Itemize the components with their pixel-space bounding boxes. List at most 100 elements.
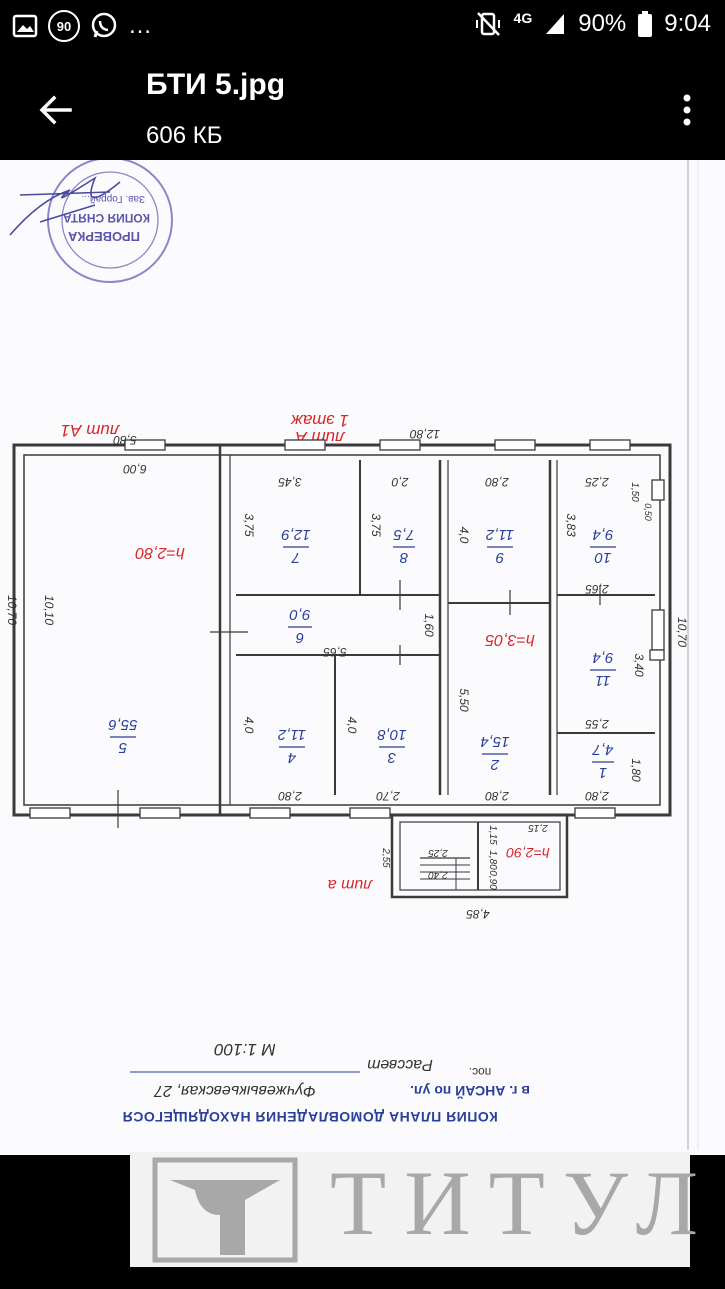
dimension-label: 3,45 xyxy=(278,475,302,489)
street-name: Фучжевыкьевская, 27 xyxy=(153,1082,316,1099)
dim-left-top: 5,80 xyxy=(113,433,137,447)
status-bar: 90 … 4G 90% 9:04 xyxy=(0,0,725,52)
dimension-label: 4,0 xyxy=(242,717,256,734)
room-label-text: 4 xyxy=(288,749,296,766)
dimension-label: 5,50 xyxy=(457,688,471,712)
stamp-line-3: Зав. Горрай... xyxy=(82,193,145,204)
settlement-name: Рассвет xyxy=(367,1056,433,1073)
settlement-label: пос. xyxy=(469,1065,492,1079)
dimension-label: 2,80 xyxy=(485,475,510,489)
file-name: БТИ 5.jpg xyxy=(146,68,286,101)
clock: 9:04 xyxy=(664,10,711,37)
room-label-text: 9,4 xyxy=(593,649,614,666)
plan-scale: М 1:100 xyxy=(214,1040,276,1059)
more-vert-icon xyxy=(683,94,691,126)
room-label-text: 11,2 xyxy=(277,726,306,743)
dimension-label: 2,80 xyxy=(585,789,610,803)
vibrate-mute-icon xyxy=(474,10,502,38)
lit-a-small-label: лит а xyxy=(328,876,374,893)
room-10: 10 9,4 xyxy=(590,526,616,566)
header-line-1: КОПИЯ ПЛАНА ДОМОВЛАДЕНИЯ НАХОДЯЩЕГОСЯ xyxy=(122,1109,498,1125)
titul-logo-icon xyxy=(152,1157,298,1263)
dimension-label: 1,50 xyxy=(629,482,640,502)
dimension-label: 2,80 xyxy=(278,789,303,803)
dimension-label: 3,83 xyxy=(564,513,578,537)
dimension-label: 4,0 xyxy=(457,527,471,544)
room-label-text: 2 xyxy=(490,756,500,773)
room-label-text: 8 xyxy=(399,549,408,566)
room-label-text: 9,4 xyxy=(593,526,614,543)
room-label-text: 15,4 xyxy=(480,733,509,750)
dim-left-outer: 10,70 xyxy=(5,595,19,625)
height-h2: h=3,05 xyxy=(485,631,534,648)
room-label-text: 1 xyxy=(599,764,607,781)
lit-a1-label: лит А1 xyxy=(61,421,121,440)
dimension-label: 2,70 xyxy=(376,789,401,803)
room-label-text: 55,6 xyxy=(108,716,138,733)
dimension-label: 0,50 xyxy=(643,503,653,521)
dimension-label: 2,25 xyxy=(428,847,449,858)
room-label-text: 7 xyxy=(291,549,300,566)
plan-header: КОПИЯ ПЛАНА ДОМОВЛАДЕНИЯ НАХОДЯЩЕГОСЯ в … xyxy=(122,1040,530,1125)
image-viewer[interactable]: ПРОВЕРКА КОПИЯ СНЯТА Зав. Горрай... лит … xyxy=(0,160,725,1155)
room-4: 4 11,2 xyxy=(277,726,306,766)
room-label-text: 7,5 xyxy=(393,526,415,543)
dimension-label: 1,60 xyxy=(422,613,436,637)
room-label-text: 4,7 xyxy=(592,741,614,758)
room-label-text: 9,0 xyxy=(289,606,311,623)
room-3: 3 10,8 xyxy=(377,726,407,766)
dim-right-outer: 10,70 xyxy=(675,617,689,647)
stamp-line-1: ПРОВЕРКА xyxy=(67,229,140,244)
back-button[interactable] xyxy=(28,82,84,138)
room-label-text: 11,2 xyxy=(485,526,514,543)
room-6: 6 9,0 xyxy=(288,606,312,646)
dim-top-total: 12,80 xyxy=(410,427,440,441)
room-label-text: 10,8 xyxy=(377,726,407,743)
dimension-label: 2,25 xyxy=(585,475,610,489)
room-label-text: 3 xyxy=(387,749,396,766)
room-5: 5 55,6 xyxy=(108,716,138,756)
dimension-label: 2,55 xyxy=(585,717,610,731)
room-label-text: 10 xyxy=(594,549,611,566)
room-1: 1 4,7 xyxy=(592,741,614,781)
plan-walls xyxy=(12,439,672,899)
more-notifications-indicator: … xyxy=(128,12,152,39)
dimension-label: 3,75 xyxy=(369,513,383,537)
room-8: 8 7,5 xyxy=(393,526,415,566)
plan-dimensions: 12,80 5,80 6,00 10,10 10,70 10,70 4,85 3… xyxy=(5,427,689,921)
dim-left-side: 10,10 xyxy=(42,595,56,625)
battery-percent: 90% xyxy=(578,10,627,37)
more-options-button[interactable] xyxy=(667,82,707,138)
dimension-label: 0,90 xyxy=(487,870,498,890)
room-9: 9 11,2 xyxy=(485,526,514,566)
dimension-label: 4,0 xyxy=(345,717,359,734)
room-labels: 5 55,6 7 12,9 8 7,5 9 11,2 10 xyxy=(108,526,616,781)
signature xyxy=(9,175,121,236)
dimension-label: 3,40 xyxy=(632,653,646,677)
dimension-label: 2,55 xyxy=(380,847,391,868)
room-7: 7 12,9 xyxy=(281,526,311,566)
floor-label: 1 этаж xyxy=(290,411,349,430)
gallery-notification-icon xyxy=(12,13,38,39)
dimension-label: 3,75 xyxy=(242,513,256,537)
room-label-text: 12,9 xyxy=(281,526,311,543)
dimension-label: 2,0 xyxy=(391,475,409,489)
dimension-label: 5,65 xyxy=(323,645,347,659)
room-2: 2 15,4 xyxy=(480,733,509,773)
stamp: ПРОВЕРКА КОПИЯ СНЯТА Зав. Горрай... xyxy=(47,160,173,283)
room-label-text: 5 xyxy=(118,739,127,756)
viewer-app-bar: БТИ 5.jpg 606 КБ xyxy=(0,52,725,160)
dim-porch-bottom: 4,85 xyxy=(466,907,490,921)
room-label-text: 9 xyxy=(495,549,504,566)
whatsapp-icon xyxy=(90,12,118,40)
stamp-line-2: КОПИЯ СНЯТА xyxy=(63,211,150,225)
dimension-label: 1,80 xyxy=(629,758,643,782)
room-11: 11 9,4 xyxy=(590,649,616,689)
dimension-label: 2,80 xyxy=(485,789,510,803)
signal-icon xyxy=(544,12,566,36)
dimension-label: 2,65 xyxy=(585,582,610,596)
network-type-label: 4G xyxy=(513,10,533,26)
dimension-label: 1,15 xyxy=(487,825,498,845)
room-label-text: 6 xyxy=(295,629,304,646)
dimension-label: 1,80 xyxy=(487,850,498,870)
